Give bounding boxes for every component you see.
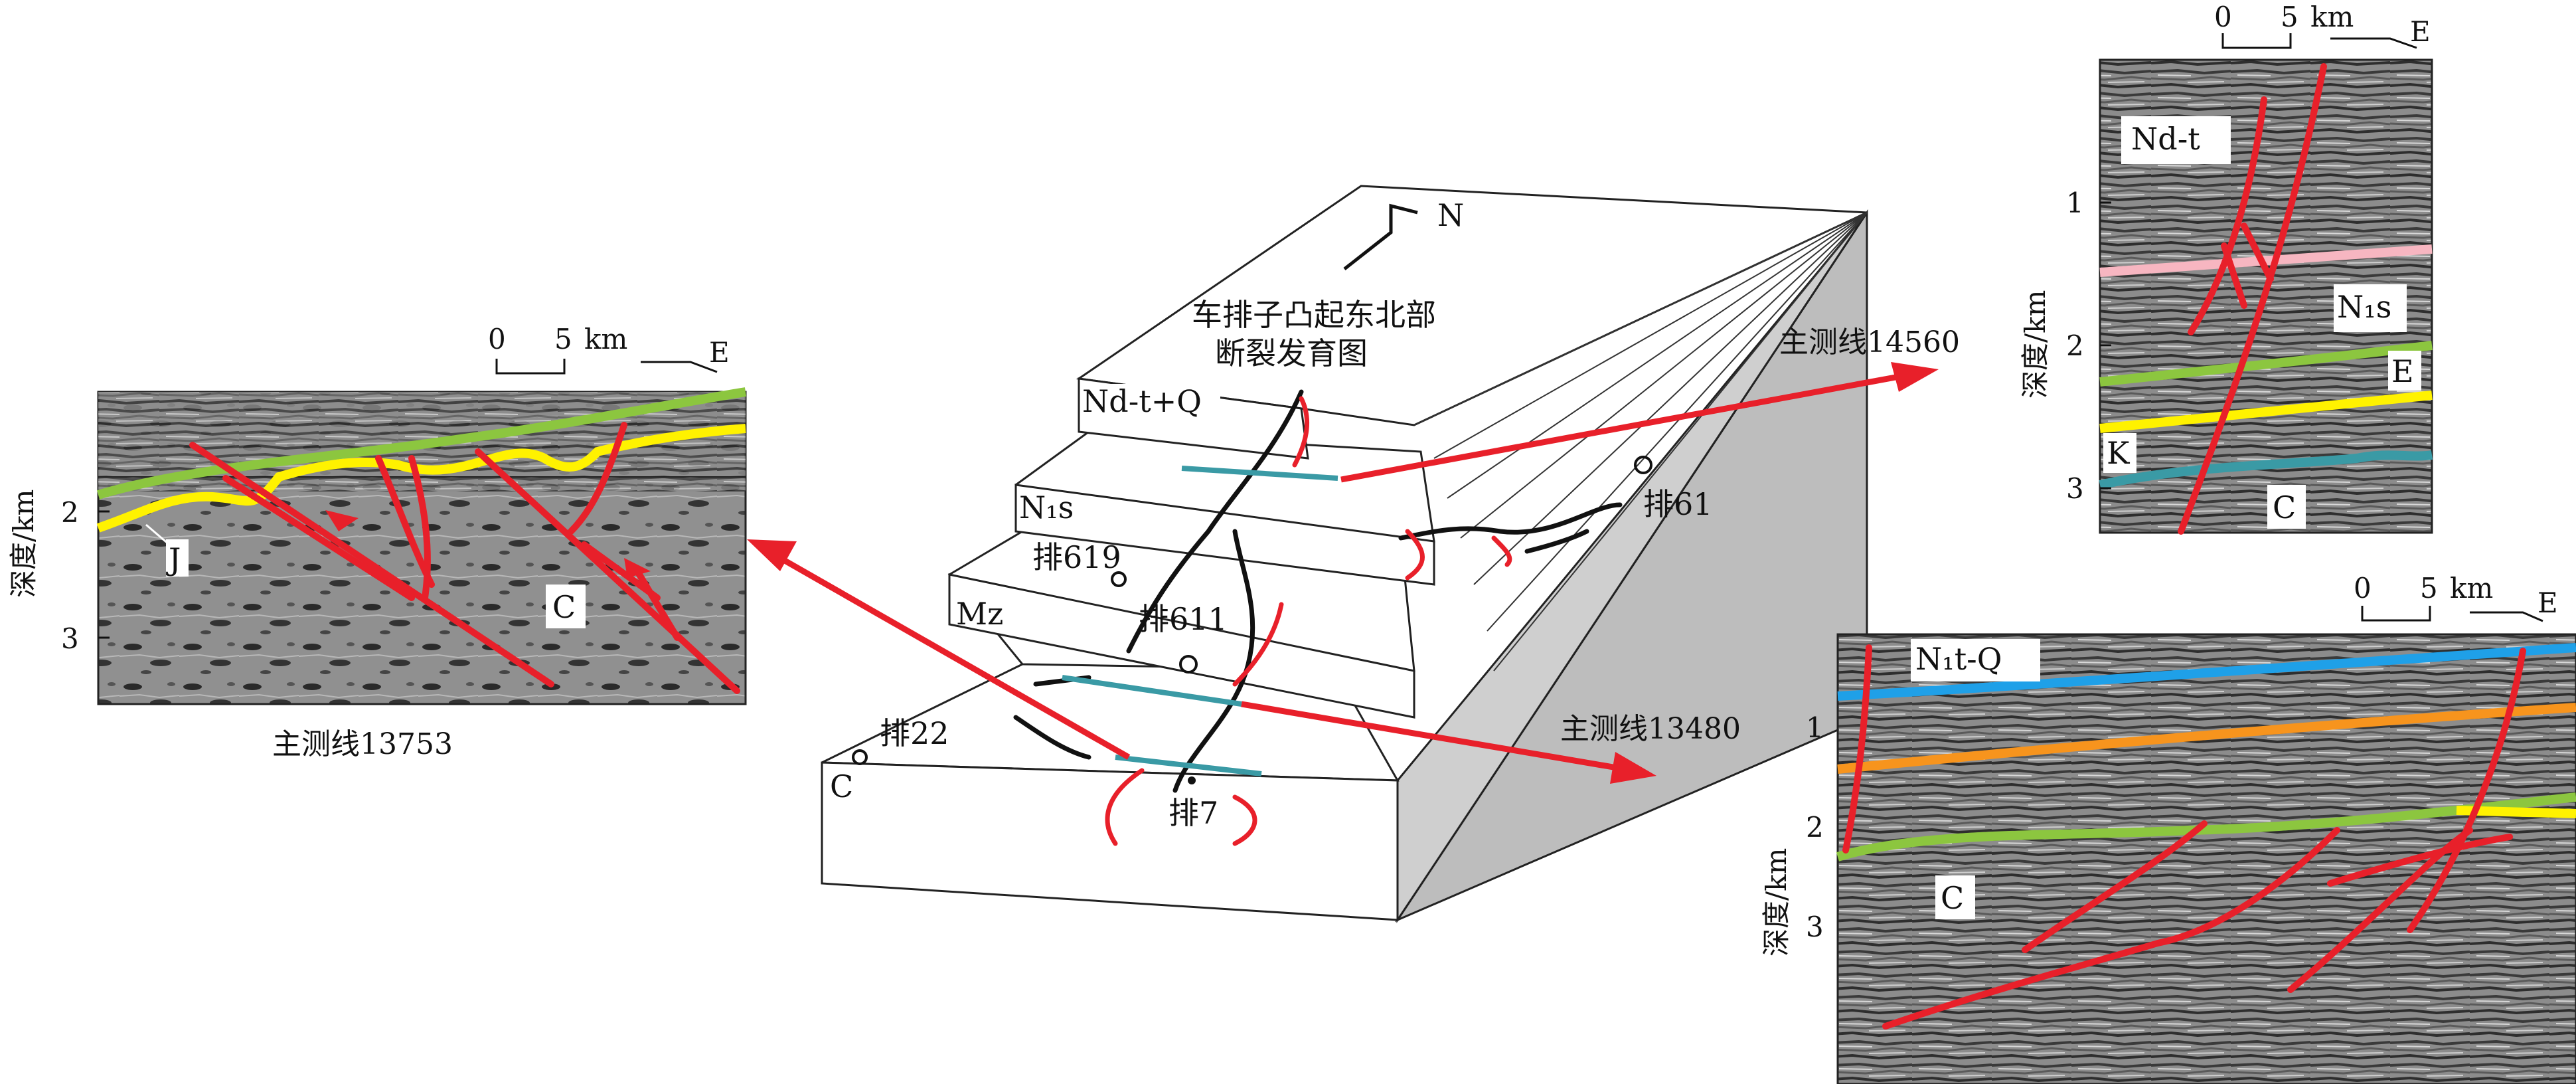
block-faults-red [1105, 396, 1512, 846]
profile-14560: Nd-t N₁s E K C 1 2 3 深度/km 0 5 km E [2019, 1, 2433, 535]
well-pai619: 排619 [1032, 539, 1121, 575]
orange-horizon [1837, 703, 2576, 774]
svg-text:E: E [2410, 15, 2431, 48]
block-faults-black [1013, 389, 1623, 793]
faults-14560 [2178, 63, 2327, 535]
well-pai22: 排22 [880, 715, 949, 751]
layer-c-front [821, 761, 1399, 921]
layer-label-ndt-q: Nd-t+Q [1082, 383, 1202, 419]
layer-label-n1s: N₁s [1019, 490, 1074, 525]
green-horizon-14560 [2099, 341, 2433, 387]
depth-axis-13753: 2 3 深度/km [7, 490, 110, 655]
svg-text:0: 0 [2354, 572, 2372, 604]
layer-n1s-front [1014, 484, 1435, 586]
caption-14560: 主测线14560 [1779, 325, 1960, 359]
north-label: N [1437, 197, 1464, 233]
wells: 排619 排611 排22 排7 排61 [852, 456, 1713, 831]
svg-text:km: km [2450, 572, 2493, 604]
green-horizon-13753 [97, 387, 747, 499]
layer-label-c: C [830, 768, 853, 804]
scale-bar-13480: 0 5 km E [2354, 572, 2558, 622]
pink-horizon [2099, 244, 2433, 277]
svg-text:E: E [2537, 587, 2558, 619]
stratum-label-n1s: N₁s [2337, 289, 2391, 325]
caption-13753: 主测线13753 [272, 727, 453, 761]
stratum-label-n1tq: N₁t-Q [1915, 641, 2002, 677]
faults-13480 [1842, 644, 2526, 1030]
profile-13480: N₁t-Q C 1 2 3 深度/km 0 5 km E [1760, 572, 2576, 1084]
connector-arrows [747, 362, 1939, 784]
scale-bar-13753: 0 5 km E [488, 323, 730, 375]
well-pai61: 排61 [1643, 486, 1713, 522]
stratum-label-ndt: Nd-t [2131, 121, 2200, 157]
yellow-horizon-14560 [2099, 391, 2433, 433]
blue-horizon [1837, 643, 2576, 701]
svg-text:5: 5 [2420, 572, 2438, 604]
stratum-label-c-14560: C [2273, 490, 2296, 525]
block-diagram: Nd-t+Q N₁s Mz C 排619 排611 排22 排7 排61 N 车… [821, 185, 1868, 923]
depth-tick-2: 2 [61, 496, 79, 529]
well-pai611: 排611 [1139, 601, 1228, 637]
profile-13753: J C 2 3 深度/km 0 5 km E 主测线13753 [7, 323, 747, 761]
diagram-title-line2: 断裂发育图 [1215, 335, 1368, 371]
seismic-section-13480 [1836, 633, 2576, 1084]
svg-text:深度/km: 深度/km [2019, 290, 2052, 399]
svg-text:3: 3 [2066, 472, 2084, 505]
yellow-horizon-13753 [96, 424, 746, 533]
layer-mz-front [948, 573, 1415, 719]
svg-text:km: km [2310, 1, 2354, 33]
depth-tick-3: 3 [61, 622, 79, 655]
svg-text:km: km [584, 323, 627, 355]
stratum-label-e: E [2391, 353, 2414, 389]
caption-13480: 主测线13480 [1560, 712, 1741, 746]
depth-axis-label: 深度/km [7, 490, 40, 598]
stratum-label-c-13480: C [1941, 880, 1964, 916]
svg-text:1: 1 [1806, 711, 1824, 744]
diagram-title-line1: 车排子凸起东北部 [1192, 297, 1436, 333]
depth-axis-14560: 1 2 3 深度/km [2019, 187, 2111, 505]
layer-label-mz: Mz [956, 596, 1003, 632]
well-pai7: 排7 [1168, 795, 1218, 831]
depth-axis-13480: 1 2 3 深度/km [1760, 711, 1824, 956]
fault-arrows-13753 [325, 510, 651, 578]
block-teal-lines [1062, 466, 1338, 776]
north-arrow: N [1343, 197, 1464, 270]
faults-13753 [189, 422, 740, 694]
teal-horizon-14560 [2099, 450, 2433, 490]
svg-text:深度/km: 深度/km [1760, 848, 1793, 956]
converging-lines [1413, 212, 1868, 672]
svg-text:3: 3 [1806, 911, 1824, 943]
svg-text:0: 0 [2214, 1, 2232, 33]
stratum-label-k: K [2107, 435, 2131, 471]
svg-text:0: 0 [488, 323, 506, 355]
svg-text:5: 5 [554, 323, 572, 355]
stratum-label-c: C [552, 589, 576, 625]
svg-text:5: 5 [2281, 1, 2298, 33]
direction-e-13753: E [709, 336, 730, 369]
stratum-label-j: J [166, 541, 181, 577]
svg-text:2: 2 [2066, 329, 2084, 362]
svg-text:2: 2 [1806, 811, 1824, 844]
svg-text:1: 1 [2066, 187, 2084, 219]
scale-bar-14560: 0 5 km E [2214, 1, 2431, 49]
